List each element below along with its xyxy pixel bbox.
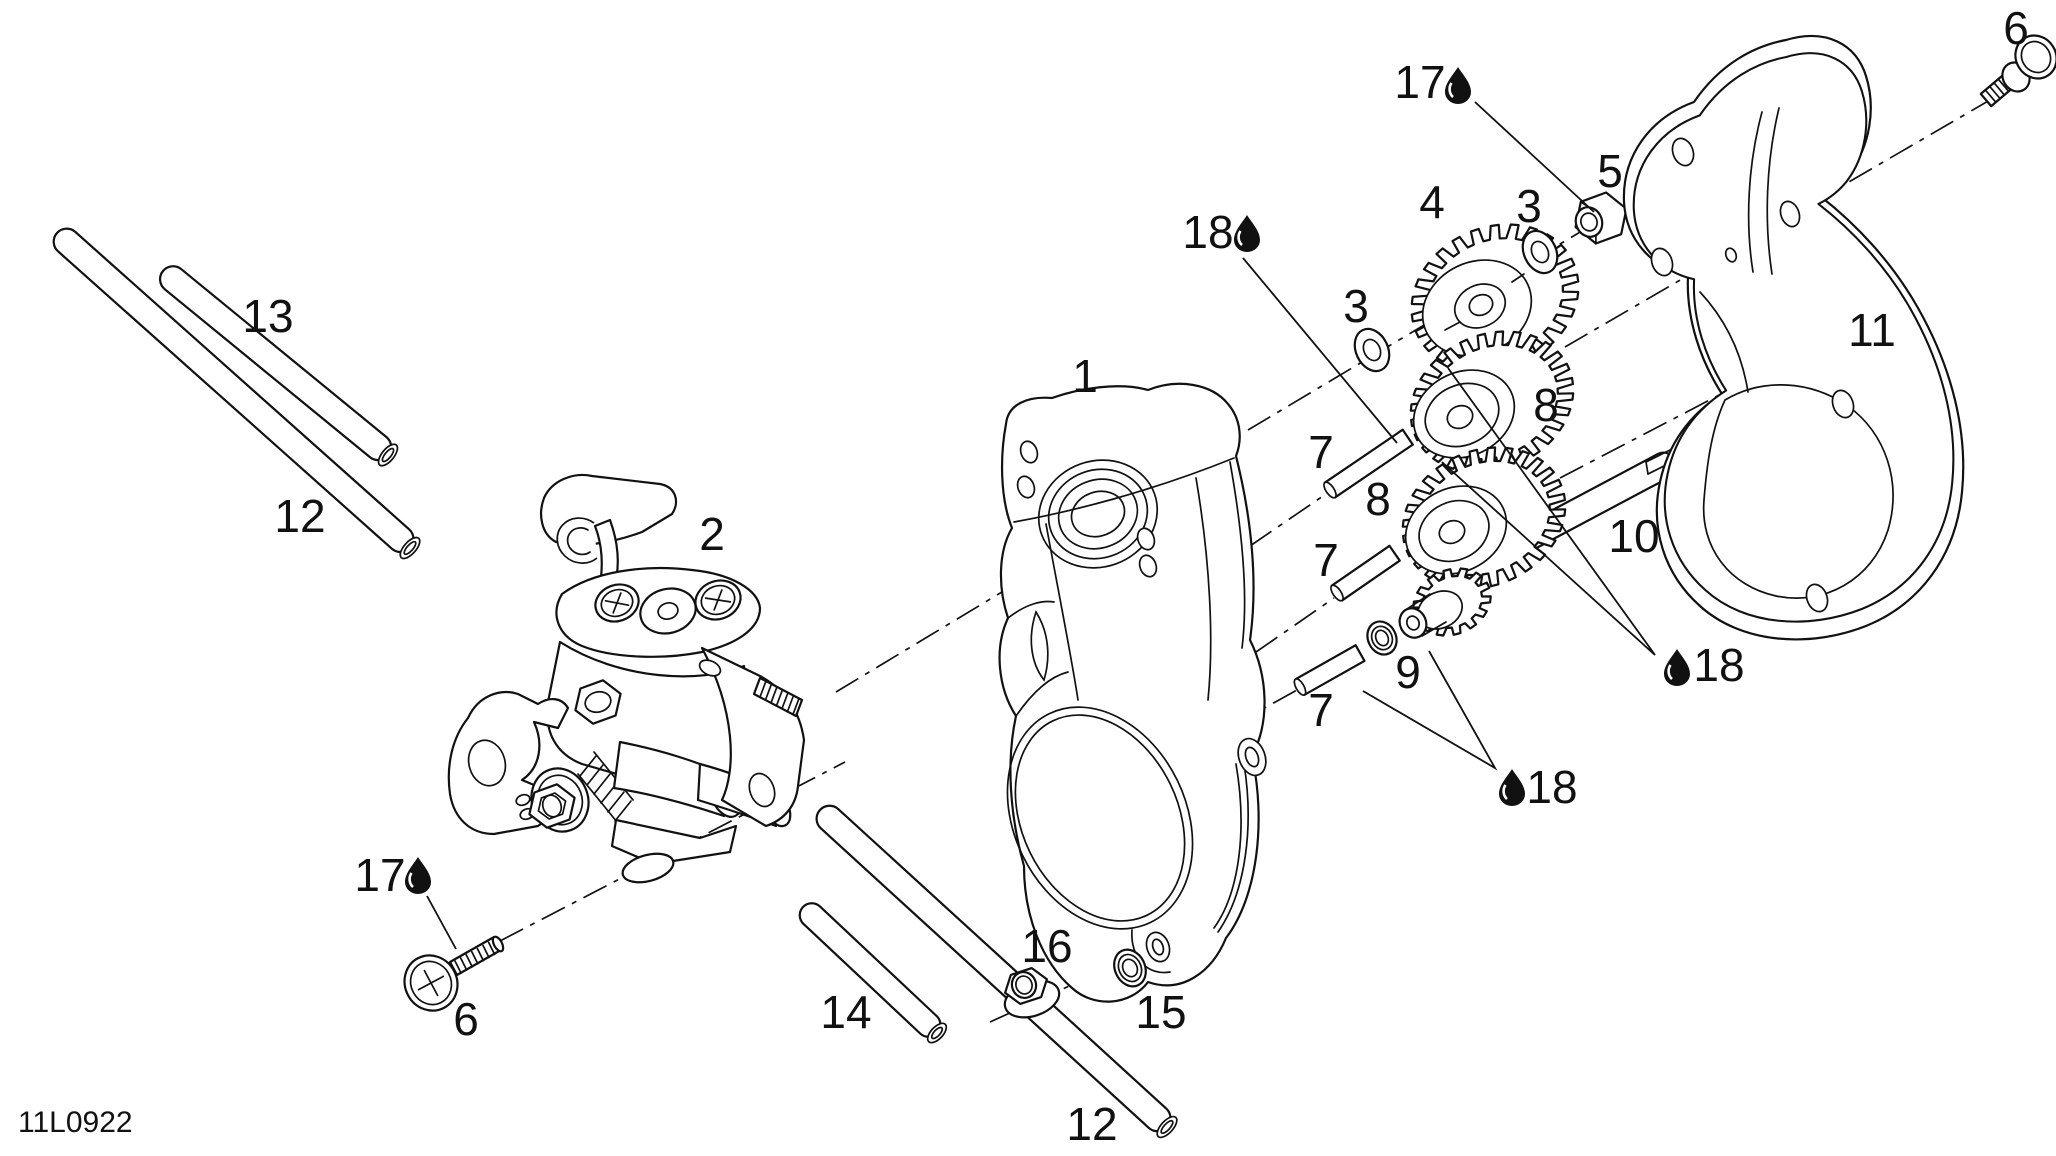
callout-4: 4 (1419, 176, 1445, 228)
oil-line-13 (158, 265, 399, 467)
callout-7b: 7 (1313, 534, 1339, 586)
callout-14: 14 (820, 986, 871, 1038)
screw-6-top (1979, 34, 2056, 108)
nut-16 (1003, 966, 1061, 1019)
screw-head-phillips (403, 954, 459, 1012)
plate-code: 11L0922 (18, 1106, 133, 1139)
callout-13: 13 (242, 290, 293, 342)
oil-line-12-bottom (815, 804, 1178, 1139)
cover-opening (1006, 706, 1194, 930)
callout-17-top: 17 (1394, 56, 1445, 108)
cover-bore (1037, 459, 1159, 569)
outer-cover-11 (1622, 35, 1965, 641)
callout-1: 1 (1072, 350, 1098, 402)
callout-8-lower: 8 (1365, 473, 1391, 525)
inner-cover-1 (998, 382, 1267, 1003)
callout-3-right: 3 (1516, 180, 1542, 232)
oil-pump-2 (447, 473, 806, 884)
c-clip (556, 517, 598, 564)
leader-18-right (1441, 367, 1656, 656)
pump-screw-left (594, 583, 640, 623)
leader-17-bottom (426, 895, 457, 950)
callout-6-top: 6 (2003, 2, 2029, 54)
pin-7b (1330, 544, 1401, 602)
oil-line-12-left (52, 227, 421, 560)
callout-18-right: 18 (1693, 639, 1744, 691)
callout-18-top: 18 (1182, 206, 1233, 258)
pump-hex-fitting (574, 679, 622, 725)
leader-lines (426, 101, 1656, 950)
callout-7a: 7 (1308, 426, 1334, 478)
callout-12-left: 12 (274, 490, 325, 542)
callout-7c: 7 (1308, 684, 1334, 736)
callout-8-upper: 8 (1533, 379, 1559, 431)
callout-2: 2 (699, 508, 725, 560)
oil-drop-icon (403, 855, 433, 896)
oil-drop-icon (1232, 213, 1262, 254)
screw-6-bottom (403, 935, 505, 1012)
pin-7a (1323, 428, 1414, 499)
nut-5 (1574, 191, 1628, 245)
washer-3-left (1353, 327, 1391, 373)
callout-labels: 13 12 2 1 18 3 4 3 5 17 6 11 8 8 10 7 7 … (242, 2, 2028, 1150)
washer-15 (1113, 948, 1147, 988)
callout-16: 16 (1021, 920, 1072, 972)
pump-stud (752, 676, 804, 718)
callout-6-bottom: 6 (453, 993, 479, 1045)
gear-8-upper (1409, 330, 1575, 474)
oil-drop-icon (1662, 647, 1692, 688)
leader-17-top (1474, 101, 1595, 213)
axis-pin-b (1255, 597, 1335, 653)
washer-3-right (1521, 229, 1559, 275)
pump-banjo-bolt (528, 767, 590, 833)
callout-12-bottom: 12 (1066, 1098, 1117, 1150)
callout-3-left: 3 (1343, 280, 1369, 332)
callout-11: 11 (1848, 304, 1896, 356)
gear-8-lower (1401, 446, 1567, 590)
leader-18-lower (1362, 650, 1498, 771)
oil-drop-icon (1497, 767, 1527, 808)
callout-18-lower: 18 (1526, 761, 1577, 813)
callout-9: 9 (1395, 646, 1421, 698)
axis-pin-a (1249, 493, 1327, 547)
leader-18-top (1242, 257, 1398, 444)
oil-line-14 (798, 902, 948, 1044)
callout-5: 5 (1597, 145, 1623, 197)
pinion-gear (1398, 567, 1492, 639)
oil-drop-icon (1443, 65, 1473, 106)
washer-9 (1366, 620, 1398, 656)
pump-spring (577, 751, 634, 823)
callout-17-bottom: 17 (354, 849, 405, 901)
pin-7c (1293, 644, 1366, 696)
pump-boss (639, 587, 697, 635)
callout-10: 10 (1608, 510, 1659, 562)
callout-15: 15 (1135, 986, 1186, 1038)
